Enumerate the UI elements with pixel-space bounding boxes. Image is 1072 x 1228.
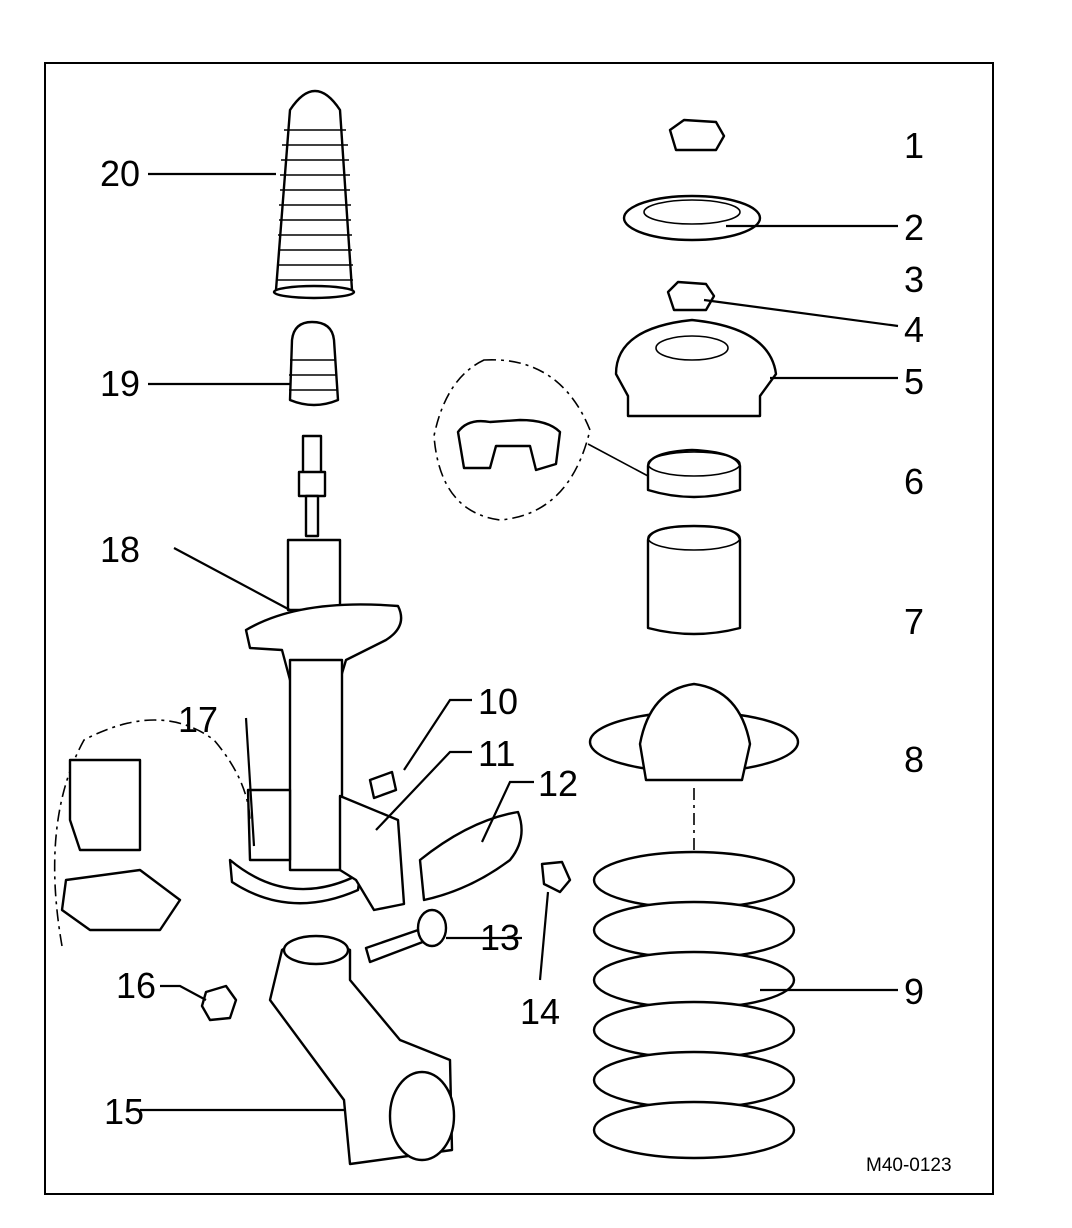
callout-4: 4 bbox=[904, 309, 925, 350]
coil-spring-part bbox=[592, 850, 796, 1160]
protective-plate-part bbox=[418, 810, 523, 902]
nut-part bbox=[200, 984, 238, 1022]
callout-5: 5 bbox=[904, 361, 925, 402]
figure-frame bbox=[44, 62, 994, 1195]
bush-part bbox=[646, 524, 742, 636]
bracket-parts bbox=[338, 770, 406, 912]
callout-11: 11 bbox=[478, 733, 516, 774]
protective-boot-part bbox=[272, 90, 356, 300]
callout-7: 7 bbox=[904, 601, 925, 642]
cap-part bbox=[622, 194, 762, 242]
detail-inset bbox=[53, 719, 251, 947]
callout-18: 18 bbox=[100, 529, 141, 570]
top-nut-part bbox=[668, 118, 726, 152]
figure-code: M40-0123 bbox=[866, 1155, 952, 1176]
callout-12: 12 bbox=[538, 763, 579, 804]
callout-20: 20 bbox=[100, 153, 141, 194]
spring-seat-part bbox=[588, 682, 800, 782]
callout-19: 19 bbox=[100, 363, 141, 404]
callout-9: 9 bbox=[904, 971, 925, 1012]
leader-lines bbox=[140, 172, 899, 1112]
callout-15: 15 bbox=[104, 1091, 145, 1132]
callout-14: 14 bbox=[520, 991, 561, 1032]
wheel-bearing-housing-part bbox=[268, 934, 456, 1166]
bump-stop-part bbox=[288, 320, 340, 407]
callout-6: 6 bbox=[904, 461, 925, 502]
nut-part-4 bbox=[666, 280, 716, 312]
callout-8: 8 bbox=[904, 739, 925, 780]
strut-mount-part bbox=[614, 318, 778, 418]
callout-17: 17 bbox=[178, 699, 219, 740]
bolt-part bbox=[364, 908, 448, 964]
callout-2: 2 bbox=[904, 207, 925, 248]
callout-1: 1 bbox=[904, 125, 925, 166]
clip-part bbox=[540, 860, 572, 894]
callout-13: 13 bbox=[480, 917, 521, 958]
callout-3: 3 bbox=[904, 259, 925, 300]
callout-16: 16 bbox=[116, 965, 157, 1006]
bearing-part bbox=[433, 359, 742, 521]
callout-10: 10 bbox=[478, 681, 519, 722]
